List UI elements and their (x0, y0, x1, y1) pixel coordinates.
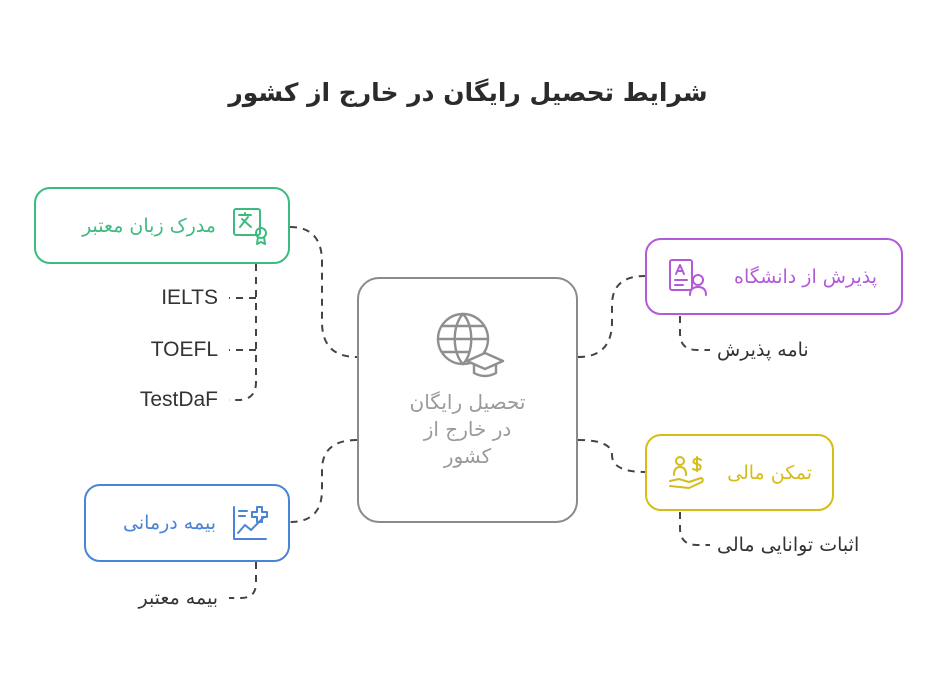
node-financial-ability: تمکن مالی (645, 434, 834, 511)
node-financial-label: تمکن مالی (727, 461, 812, 484)
medical-chart-icon (233, 506, 268, 540)
central-label-line1: تحصیل رایگان (409, 390, 526, 414)
connector-insurance (289, 439, 358, 523)
connector-language (289, 226, 358, 358)
connector-insurance-items (229, 562, 257, 599)
item-valid-insurance: بیمه معتبر (138, 587, 218, 609)
node-university-admission: پذیرش از دانشگاه (645, 238, 903, 315)
node-language-label: مدرک زبان معتبر (82, 214, 216, 237)
item-testdaf: TestDaF (139, 388, 218, 411)
translate-certificate-icon (233, 207, 267, 245)
item-admission-letter: نامه پذیرش (717, 339, 809, 361)
connector-admission-items (679, 316, 710, 351)
item-ielts: IELTS (161, 286, 218, 309)
central-label: تحصیل رایگان در خارج از کشور (359, 389, 576, 470)
central-label-line2: در خارج از (423, 417, 512, 441)
globe-graduation-cap-icon (436, 312, 505, 378)
applicant-card-icon (669, 258, 707, 296)
item-toefl: TOEFL (150, 338, 218, 361)
node-admission-label: پذیرش از دانشگاه (734, 265, 877, 288)
node-insurance-label: بیمه درمانی (123, 512, 216, 534)
connector-language-items (229, 264, 257, 401)
node-health-insurance: بیمه درمانی (84, 484, 290, 562)
connector-admission (577, 275, 646, 358)
central-node: تحصیل رایگان در خارج از کشور (357, 277, 578, 523)
money-hand-icon (669, 455, 704, 489)
page-title: شرایط تحصیل رایگان در خارج از کشور (228, 78, 708, 107)
central-label-line3: کشور (443, 444, 492, 468)
item-financial-proof: اثبات توانایی مالی (717, 534, 860, 556)
node-language-certificate: مدرک زبان معتبر (34, 187, 290, 264)
connector-financial (577, 439, 646, 473)
connector-financial-items (679, 512, 710, 546)
